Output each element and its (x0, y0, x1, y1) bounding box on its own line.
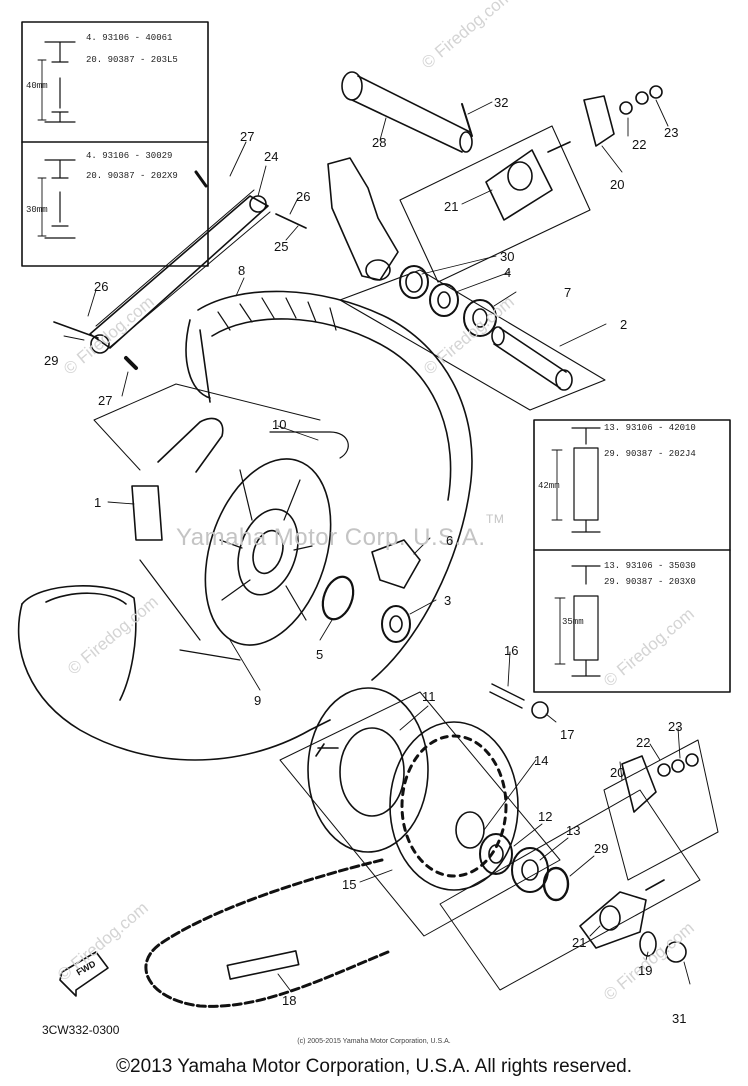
callout-27: 27 (240, 129, 255, 144)
watermark-yamaha: Yamaha Motor Corp. U.S.A. (176, 524, 486, 551)
callout-27: 27 (98, 393, 113, 408)
callout-30: 30 (500, 249, 515, 264)
callout-21: 21 (572, 935, 587, 950)
callout-29: 29 (44, 353, 59, 368)
callout-28: 28 (372, 135, 387, 150)
inset-part-number: 4. 93106 - 40061 (86, 33, 173, 43)
callout-21: 21 (444, 199, 459, 214)
callout-17: 17 (560, 727, 575, 742)
inset-part-number: 20. 90387 - 203L5 (86, 55, 178, 65)
callout-9: 9 (254, 693, 262, 708)
callout-13: 13 (566, 823, 581, 838)
callout-23: 23 (664, 125, 679, 140)
watermark-tm: TM (486, 512, 505, 526)
axle-guide-box (399, 125, 591, 283)
swing-arm (327, 157, 399, 281)
inset-dimension: 30mm (26, 205, 48, 215)
callout-26: 26 (296, 189, 311, 204)
callout-15: 15 (342, 877, 357, 892)
callout-31: 31 (672, 1011, 687, 1026)
fwd-arrow-icon (59, 951, 109, 997)
inset-part-number: 13. 93106 - 35030 (604, 561, 696, 571)
inset-dimension: 42mm (538, 481, 560, 491)
callout-14: 14 (534, 753, 549, 768)
rear-tire (17, 290, 473, 761)
callout-22: 22 (632, 137, 647, 152)
callout-12: 12 (538, 809, 553, 824)
inset-dimension: 35mm (562, 617, 584, 627)
callout-10: 10 (272, 417, 287, 432)
callout-20: 20 (610, 765, 625, 780)
drive-chain (144, 858, 390, 1008)
inset-part-number: 29. 90387 - 202J4 (604, 449, 696, 459)
callout-20: 20 (610, 177, 625, 192)
callout-32: 32 (494, 95, 509, 110)
callout-25: 25 (274, 239, 289, 254)
callout-29: 29 (594, 841, 609, 856)
rear-axle (341, 71, 473, 153)
callout-16: 16 (504, 643, 519, 658)
diagram-code: 3CW332-0300 (42, 1023, 120, 1037)
inset-frame-right (533, 419, 731, 693)
small-copyright: (c) 2005-2015 Yamaha Motor Corporation, … (297, 1038, 451, 1045)
inset-frame-top-left (21, 21, 209, 267)
inset-part-number: 29. 90387 - 203X0 (604, 577, 696, 587)
sprocket-assembly (307, 687, 519, 891)
inset-part-number: 4. 93106 - 30029 (86, 151, 173, 161)
callout-3: 3 (444, 593, 452, 608)
callout-6: 6 (446, 533, 454, 548)
rear-wheel (131, 417, 332, 661)
callout-2: 2 (620, 317, 628, 332)
inset-part-number: 13. 93106 - 42010 (604, 423, 696, 433)
callout-26: 26 (94, 279, 109, 294)
tension-bar (89, 189, 271, 354)
inset-part-number: 20. 90387 - 202X9 (86, 171, 178, 181)
callout-1: 1 (94, 495, 102, 510)
callout-7: 7 (564, 285, 572, 300)
axle-collar (493, 327, 567, 389)
callout-4: 4 (504, 265, 512, 280)
callout-5: 5 (316, 647, 324, 662)
callout-11: 11 (422, 689, 436, 704)
inset-dimension: 40mm (26, 81, 48, 91)
callout-19: 19 (638, 963, 653, 978)
callout-18: 18 (282, 993, 297, 1008)
callout-22: 22 (636, 735, 651, 750)
callout-23: 23 (668, 719, 683, 734)
callout-8: 8 (238, 263, 246, 278)
copyright-notice: ©2013 Yamaha Motor Corporation, U.S.A. A… (116, 1056, 632, 1077)
callout-24: 24 (264, 149, 279, 164)
